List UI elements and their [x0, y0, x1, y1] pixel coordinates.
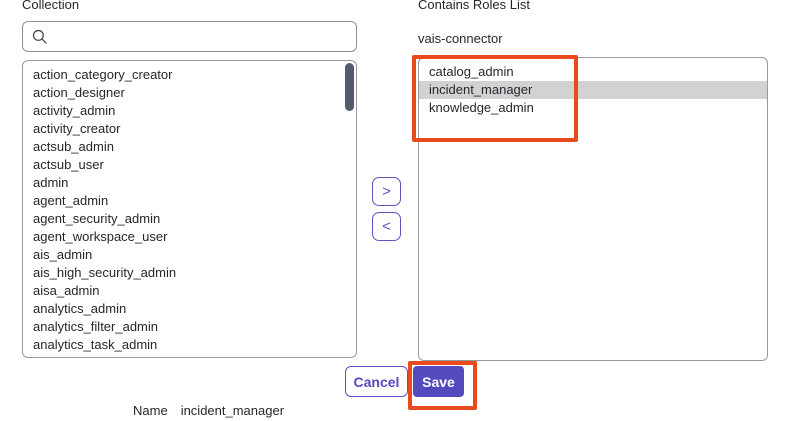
collection-role-item[interactable]: analytics_task_admin: [33, 337, 158, 352]
collection-role-item[interactable]: admin: [33, 175, 69, 190]
contains-role-item[interactable]: catalog_admin: [429, 64, 514, 79]
collection-role-item[interactable]: agent_workspace_user: [33, 229, 168, 244]
collection-role-item[interactable]: action_category_creator: [33, 67, 173, 82]
remove-role-button[interactable]: <: [372, 212, 401, 241]
collection-role-item[interactable]: activity_admin: [33, 103, 116, 118]
add-role-button[interactable]: >: [372, 177, 401, 206]
collection-role-item[interactable]: ais_admin: [33, 247, 93, 262]
collection-role-item[interactable]: action_designer: [33, 85, 125, 100]
collection-role-item[interactable]: analytics_filter_admin: [33, 319, 159, 334]
name-label: Name: [133, 403, 168, 418]
collection-role-item[interactable]: actsub_user: [33, 157, 104, 172]
name-row: Name incident_manager: [133, 403, 284, 418]
cancel-button[interactable]: Cancel: [345, 366, 408, 397]
contains-role-item[interactable]: knowledge_admin: [429, 100, 534, 115]
name-value: incident_manager: [180, 403, 285, 418]
collection-search-input[interactable]: [48, 22, 356, 51]
contains-role-item[interactable]: incident_manager: [419, 81, 767, 99]
collection-role-item[interactable]: aisa_admin: [33, 283, 100, 298]
collection-role-item[interactable]: actsub_admin: [33, 139, 114, 154]
collection-role-item[interactable]: agent_security_admin: [33, 211, 161, 226]
scrollbar-thumb[interactable]: [345, 63, 354, 111]
group-name-label: vais-connector: [418, 31, 503, 46]
collection-label: Collection: [22, 0, 80, 12]
save-button[interactable]: Save: [413, 366, 464, 397]
collection-role-item[interactable]: activity_creator: [33, 121, 121, 136]
contains-roles-heading: Contains Roles List: [418, 0, 530, 12]
search-icon: [32, 29, 47, 44]
collection-role-item[interactable]: agent_admin: [33, 193, 109, 208]
search-box[interactable]: [22, 21, 357, 52]
collection-role-item[interactable]: ais_high_security_admin: [33, 265, 177, 280]
collection-role-item[interactable]: analytics_admin: [33, 301, 127, 316]
collection-role-item[interactable]: analytics_viewer: [23, 354, 356, 357]
